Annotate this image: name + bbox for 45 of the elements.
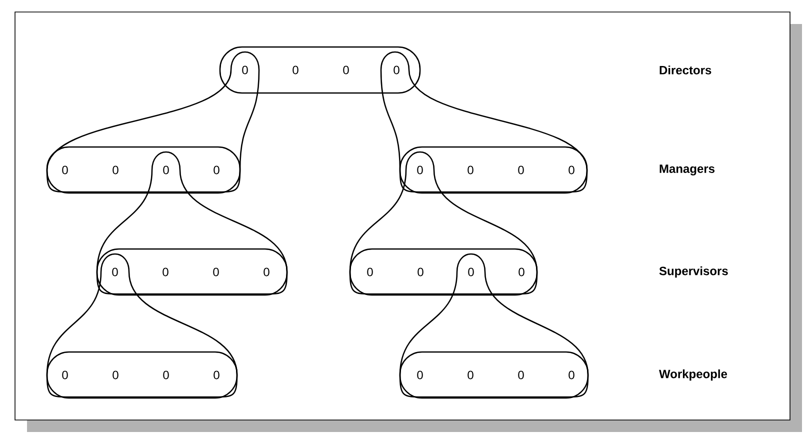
member-symbol: 0 xyxy=(417,370,423,380)
group-loop xyxy=(219,46,421,94)
member-symbol: 0 xyxy=(468,370,474,380)
member-symbol: 0 xyxy=(163,166,169,174)
member-symbol: 0 xyxy=(112,166,118,174)
member-symbol: 0 xyxy=(518,268,524,276)
member-symbol: 0 xyxy=(62,370,68,380)
member-symbol: 0 xyxy=(468,166,474,174)
level-label: Managers xyxy=(660,164,714,176)
member-symbol: 0 xyxy=(213,268,219,276)
member-symbol: 0 xyxy=(568,370,574,380)
linking-loop xyxy=(96,151,288,295)
member-symbol: 0 xyxy=(264,268,270,276)
member-symbol: 0 xyxy=(367,268,373,276)
group-loop xyxy=(399,146,588,194)
member-symbol: 0 xyxy=(568,166,574,174)
member-symbol: 0 xyxy=(62,166,68,174)
group-loop xyxy=(46,351,238,399)
member-symbol: 0 xyxy=(242,66,248,74)
level-label: Supervisors xyxy=(659,266,728,278)
member-symbol: 0 xyxy=(162,268,168,276)
member-symbol: 0 xyxy=(214,166,220,174)
group-loop xyxy=(46,146,241,194)
member-symbol: 0 xyxy=(343,66,349,74)
member-symbol: 0 xyxy=(468,268,474,276)
level-label: Workpeople xyxy=(659,369,728,381)
member-symbol: 0 xyxy=(394,66,400,74)
member-symbol: 0 xyxy=(292,66,298,74)
member-symbol: 0 xyxy=(518,166,524,174)
level-label: Directors xyxy=(660,66,712,74)
group-loop xyxy=(349,248,538,296)
linking-loop xyxy=(380,51,588,193)
linking-loop xyxy=(46,253,238,398)
group-loop xyxy=(399,351,589,399)
group-loop xyxy=(96,248,288,296)
member-symbol: 0 xyxy=(418,268,424,276)
linking-loop xyxy=(46,51,260,193)
member-symbol: 0 xyxy=(163,370,169,380)
member-symbol: 0 xyxy=(518,370,524,380)
linking-loop xyxy=(399,253,589,398)
linking-loop xyxy=(349,151,538,295)
member-symbol: 0 xyxy=(417,166,423,174)
member-symbol: 0 xyxy=(112,370,118,380)
member-symbol: 0 xyxy=(112,268,118,276)
member-symbol: 0 xyxy=(214,370,220,380)
